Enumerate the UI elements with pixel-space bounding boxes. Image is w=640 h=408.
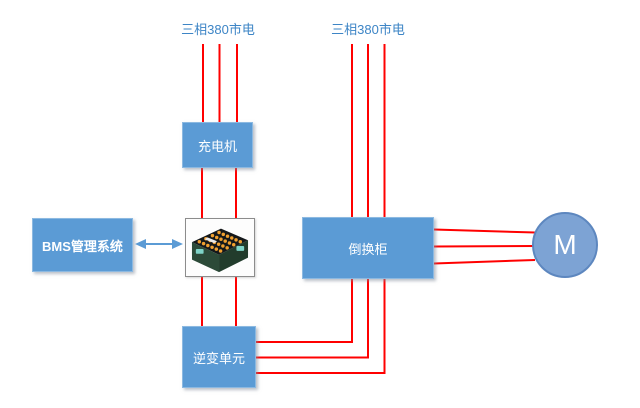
mains-left-label: 三相380市电 xyxy=(181,22,255,37)
battery-top-face xyxy=(191,228,249,255)
node-switch-cabinet: 倒换柜 xyxy=(302,217,434,279)
charger-to-battery-wires xyxy=(201,168,237,218)
battery-pack-illustration xyxy=(191,228,249,273)
inverter-to-cabinet-wires xyxy=(256,279,386,374)
bms-battery-double-arrow xyxy=(135,239,183,249)
node-bms: BMS管理系统 xyxy=(32,218,133,272)
battery-label-strip xyxy=(204,237,218,244)
node-motor: M xyxy=(532,212,598,278)
mains-left-wires xyxy=(202,44,238,122)
node-charger: 充电机 xyxy=(182,122,253,168)
battery-to-inverter-wires xyxy=(201,277,237,326)
battery-pack-image xyxy=(185,218,255,277)
cabinet-to-motor-wires xyxy=(433,228,536,265)
battery-handle-right xyxy=(236,246,245,251)
node-inverter-unit: 逆变单元 xyxy=(182,326,256,388)
mains-right-wires xyxy=(351,44,386,217)
battery-handle-left xyxy=(195,248,204,254)
mains-right-label: 三相380市电 xyxy=(331,22,405,37)
